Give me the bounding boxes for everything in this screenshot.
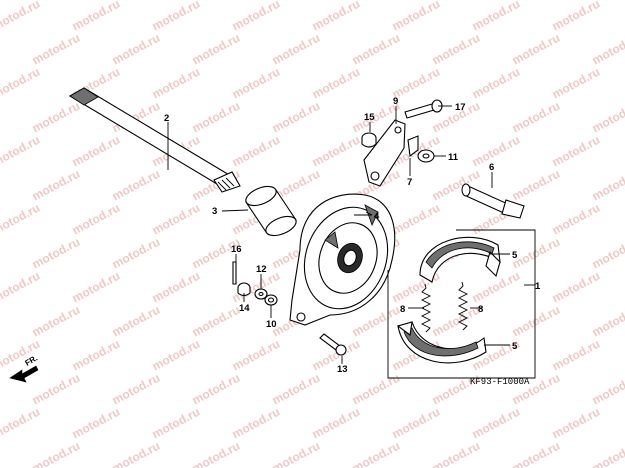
callout-8-right: 8 — [478, 304, 483, 315]
brake-shoe-upper — [419, 236, 501, 283]
nut-15 — [361, 132, 377, 148]
callout-8-left: 8 — [400, 304, 405, 315]
washer-11 — [417, 149, 435, 163]
callout-13: 13 — [337, 364, 348, 375]
washer-12 — [254, 288, 268, 300]
spacer-collar — [245, 185, 297, 237]
callout-5-upper: 5 — [512, 250, 518, 261]
callout-12: 12 — [256, 264, 267, 275]
callout-9: 9 — [393, 96, 398, 107]
callout-5-lower: 5 — [512, 341, 518, 352]
brake-panel — [289, 193, 396, 326]
callout-labels: 1 2 3 4 5 5 6 7 8 8 9 10 11 12 13 14 15 … — [164, 96, 541, 375]
spring-right — [457, 281, 469, 331]
brake-cam — [461, 183, 525, 219]
leader-lines — [167, 105, 535, 364]
callout-3: 3 — [212, 206, 217, 217]
front-direction-indicator: FR. — [9, 353, 40, 383]
brake-arm — [363, 119, 406, 187]
front-label: FR. — [24, 353, 40, 367]
callout-11: 11 — [448, 152, 459, 163]
callout-1: 1 — [535, 281, 541, 292]
callout-2: 2 — [164, 113, 169, 124]
brake-shoe-lower — [396, 321, 487, 364]
callout-17: 17 — [455, 102, 466, 113]
bolt-17 — [404, 99, 443, 119]
callout-15: 15 — [364, 112, 375, 123]
brake-shoe-set-box — [387, 229, 536, 379]
pin-7 — [407, 135, 419, 158]
callout-14: 14 — [239, 303, 250, 314]
callout-16: 16 — [231, 244, 242, 255]
callout-6: 6 — [489, 162, 494, 173]
callout-7: 7 — [407, 177, 412, 188]
bolt-13 — [319, 333, 347, 356]
cotter-pin-16 — [232, 261, 237, 285]
axle — [68, 87, 241, 193]
callout-10: 10 — [266, 319, 277, 330]
callout-4: 4 — [374, 211, 380, 222]
washer-10 — [264, 294, 278, 306]
diagram-code: KF93-F1000A — [470, 377, 530, 387]
front-arrow-icon — [9, 365, 39, 383]
